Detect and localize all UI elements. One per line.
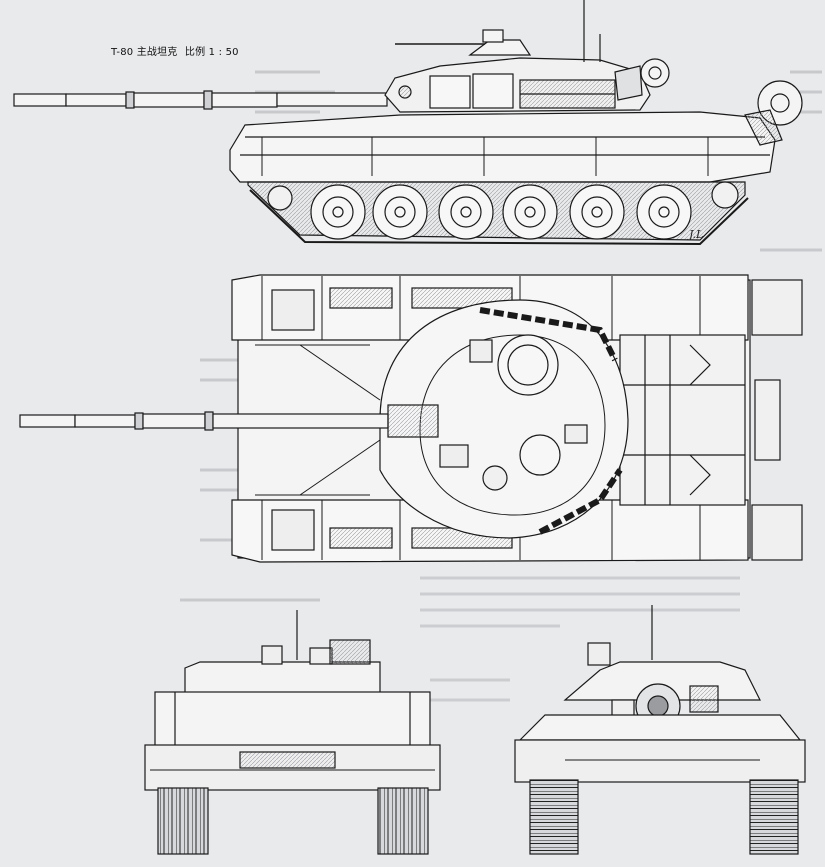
ghost-text-bottom (420, 576, 740, 702)
side-view (13, 0, 803, 246)
side-running-gear (247, 181, 749, 246)
rear-track-left (157, 787, 209, 855)
side-gun-barrel (13, 90, 388, 110)
caption-model: T-80 主战坦克 (111, 47, 178, 58)
front-track-left (529, 779, 579, 855)
front-view (514, 605, 806, 855)
rear-view (144, 610, 441, 855)
caption-scale: 比例 1 : 50 (184, 47, 239, 58)
side-turret (384, 0, 670, 113)
drawing-caption: T-80 主战坦克 比例 1 : 50 (111, 43, 243, 58)
side-hull (229, 80, 803, 183)
top-turret (379, 299, 629, 539)
front-track-right (749, 779, 799, 855)
top-engine-deck (619, 279, 803, 561)
top-gun-barrel (19, 404, 439, 438)
rear-track-right (377, 787, 429, 855)
artist-signature: J.L (689, 228, 704, 241)
top-view (19, 274, 803, 563)
